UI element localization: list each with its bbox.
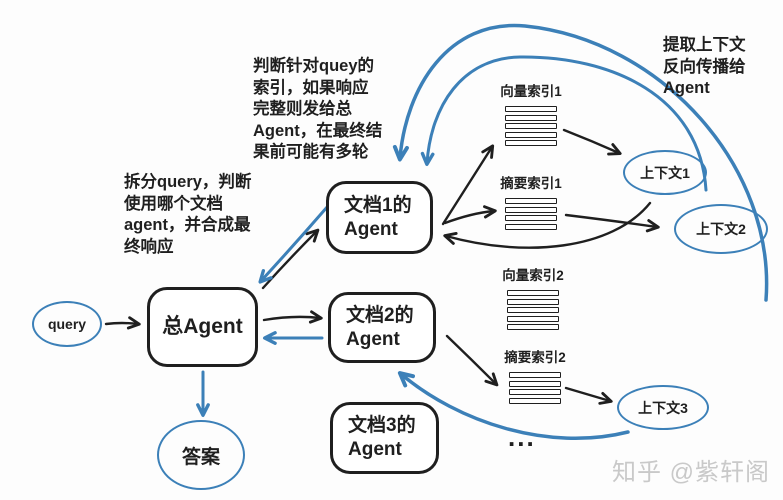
index-vector-2-label: 向量索引2 (502, 268, 564, 283)
index-summary-2-label: 摘要索引2 (504, 350, 566, 365)
node-context-1: 上下文1 (623, 150, 707, 195)
node-main-agent-label: 总Agent (162, 315, 243, 338)
index-card (507, 290, 559, 296)
index-card (507, 324, 559, 330)
note-extract-context: 提取上下文 反向传播给 Agent (663, 36, 746, 97)
node-doc1-agent-label: 文档1的 Agent (344, 194, 412, 240)
arrow-doc1-agent-to-summary-index-1 (443, 205, 497, 225)
node-doc2-agent: 文档2的 Agent (328, 292, 436, 363)
note-judge-index: 判断针对quey的 索引，如果响应 完整则发给总 Agent，在最终结 果前可能… (253, 57, 383, 161)
more-documents-ellipsis: ... (508, 422, 536, 452)
node-answer-label: 答案 (181, 446, 220, 468)
index-summary-1-cards (486, 198, 576, 230)
node-doc3-agent-label: 文档3的 Agent (348, 415, 416, 460)
index-card (509, 372, 561, 378)
index-card (505, 106, 557, 112)
note-split-query: 拆分query，判断 使用哪个文档 agent，并合成最 终响应 (124, 173, 252, 256)
arrow-vector-index-1-to-context-1 (562, 128, 622, 156)
index-vector-2: 向量索引2 (488, 264, 578, 330)
index-card (505, 206, 557, 213)
index-summary-2: 摘要索引2 (490, 346, 580, 404)
index-card (505, 123, 557, 129)
node-context-3-label: 上下文3 (638, 399, 688, 416)
index-vector-1-label: 向量索引1 (500, 84, 562, 99)
arrow-summary-index-2-to-context-3 (564, 386, 613, 405)
node-answer: 答案 (157, 420, 245, 490)
index-card (507, 307, 559, 313)
arrow-main-agent-to-doc2-agent (262, 310, 323, 324)
node-doc1-agent: 文档1的 Agent (326, 181, 433, 254)
node-main-agent: 总Agent (147, 287, 258, 367)
index-card (505, 223, 557, 230)
index-card (505, 198, 557, 204)
index-summary-1-label: 摘要索引1 (500, 176, 562, 191)
arrow-doc1-agent-to-main-agent (258, 204, 330, 284)
index-card (509, 380, 561, 387)
node-doc3-agent: 文档3的 Agent (330, 402, 439, 474)
curve-context-feedback-inner (420, 55, 708, 192)
watermark: 知乎 @紫轩阁 (612, 459, 771, 486)
node-doc2-agent-label: 文档2的 Agent (346, 304, 414, 350)
index-card (509, 397, 561, 404)
index-vector-2-cards (488, 290, 578, 330)
index-card (505, 140, 557, 146)
node-query-label: query (47, 316, 87, 332)
arrow-context-2-return-to-doc1-agent (443, 201, 652, 249)
index-card (507, 298, 559, 305)
curve-context-feedback-outer (392, 23, 769, 302)
index-card (505, 114, 557, 121)
arrow-doc2-agent-to-summary-index-2 (445, 334, 499, 387)
arrow-doc1-agent-to-vector-index-1 (441, 144, 495, 226)
index-card (509, 389, 561, 395)
arrow-query-to-main-agent (104, 316, 141, 330)
arrow-summary-index-1-to-context-2 (564, 213, 660, 233)
index-vector-1-cards (486, 106, 576, 146)
node-context-2: 上下文2 (674, 204, 768, 254)
index-summary-2-cards (490, 372, 580, 404)
index-vector-1: 向量索引1 (486, 80, 576, 146)
node-context-2-label: 上下文2 (696, 221, 746, 237)
node-context-3: 上下文3 (617, 385, 709, 430)
index-card (505, 131, 557, 138)
index-card (505, 215, 557, 221)
index-summary-1: 摘要索引1 (486, 172, 576, 230)
node-query: query (32, 301, 102, 347)
arrow-context-3-to-doc2-agent (397, 371, 630, 440)
index-card (507, 315, 559, 322)
node-context-1-label: 上下文1 (640, 164, 690, 181)
